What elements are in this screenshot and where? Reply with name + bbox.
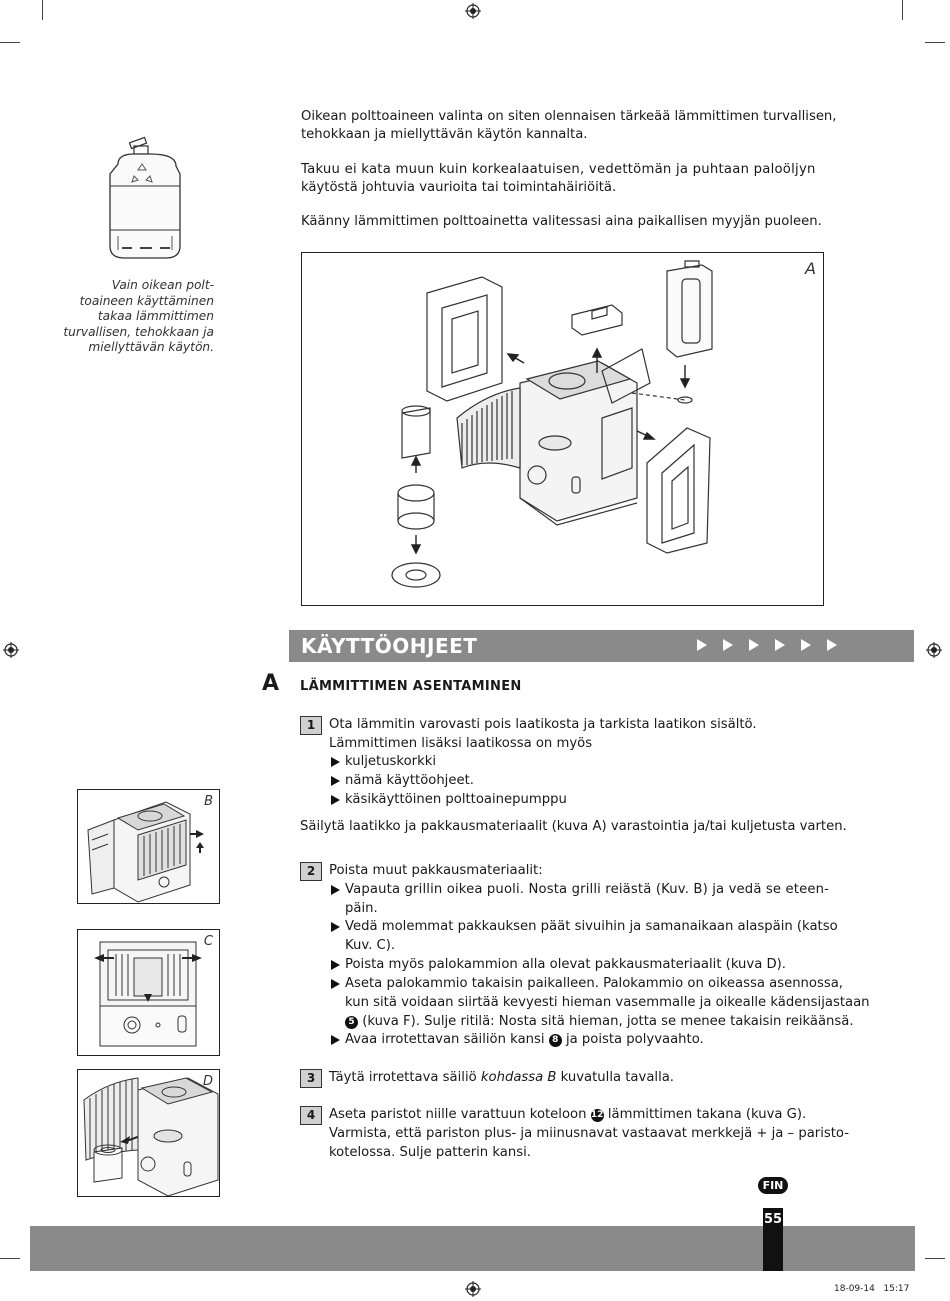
step-number: 2 [300,862,322,881]
caption-line: takaa lämmittimen [97,309,214,324]
step-1-after: Säilytä laatikko ja pakkausmateriaalit (… [300,819,847,834]
step-3-em: kohdassa B [480,1070,557,1085]
side-caption: Vain oikean polt- toaineen käyttäminen t… [40,278,214,356]
bullet-icon [331,776,340,786]
step-2-bullet-3: Poista myös palokammion alla olevat pakk… [345,957,786,972]
arrow-icon [801,639,811,651]
step-2-bullet-4-cont: kun sitä voidaan siirtää kevyesti hieman… [345,995,870,1010]
arrow-icon [749,639,759,651]
figure-label: A [805,259,816,278]
figure-a-exploded-view: A [301,252,824,606]
caption-line: turvallisen, tehokkaan ja [63,324,214,339]
step-2-bullet-4: Aseta palokammio takaisin paikalleen. Pa… [345,976,843,991]
step-4-post: lämmittimen takana (kuva G). [607,1107,807,1122]
step-1-line-2: Lämmittimen lisäksi laatikossa on myös [329,736,593,751]
registration-mark-icon [3,642,19,658]
bullet-icon [331,795,340,805]
arrow-icon [697,639,707,651]
burner-removal-diagram [83,1077,219,1196]
step-2-line-1: Poista muut pakkausmateriaalit: [329,863,543,878]
crop-mark [925,1258,945,1259]
figure-label: C [203,934,213,949]
step-3-text: Täytä irrotettava säiliö kohdassa B kuva… [329,1069,674,1088]
subsection-letter: A [262,671,280,696]
crop-mark [42,0,43,20]
arrow-icon [723,639,733,651]
crop-mark [925,42,945,43]
step-1-line-1: Ota lämmitin varovasti pois laatikosta j… [329,717,757,732]
step-3-pre: Täytä irrotettava säiliö [329,1070,481,1085]
crop-mark [0,1258,20,1259]
intro-para-1-line-2: tehokkaan ja miellyttävän käytön kannalt… [301,127,588,142]
crop-mark [0,42,20,43]
section-title: KÄYTTÖOHJEET [301,634,478,658]
intro-para-2-line-1: Takuu ei kata muun kuin korkealaatuisen,… [301,162,816,177]
heater-grille-diagram [87,801,204,903]
figure-label: D [202,1074,213,1089]
step-2-bullet-4-end: (kuva F). Sulje ritilä: Nosta sitä hiema… [362,1014,854,1029]
step-4-line-1: Aseta paristot niille varattuun koteloon… [329,1106,806,1125]
language-badge: FIN [758,1177,788,1194]
step-2-bullet-5: Avaa irrotettavan säiliön kansi 8 ja poi… [345,1031,704,1050]
step-2-bullet-5-pre: Avaa irrotettavan säiliön kansi [345,1032,545,1047]
bullet-icon [331,885,340,895]
callout-number-icon: 12 [590,1109,604,1122]
figure-b: B [77,789,220,904]
registration-mark-icon [465,1281,481,1297]
step-2-bullet-2-cont: Kuv. C). [345,938,396,953]
step-4-line-3: kotelossa. Sulje patterin kansi. [329,1145,531,1160]
step-2-bullet-5-post: ja poista polyvaahto. [565,1032,704,1047]
fuel-canister-image [109,136,181,259]
intro-para-3: Käänny lämmittimen polttoainetta valites… [301,214,822,229]
caption-line: miellyttävän käytön. [88,340,214,355]
step-number: 1 [300,716,322,735]
step-1-item: nämä käyttöohjeet. [345,773,474,788]
bullet-icon [331,979,340,989]
arrow-icon [827,639,837,651]
arrow-icon [775,639,785,651]
section-banner: KÄYTTÖOHJEET [289,630,914,662]
bullet-icon [331,960,340,970]
step-2-bullet-1-cont: päin. [345,901,378,916]
intro-para-2-line-2: käytöstä johtuvia vaurioita tai toiminta… [301,180,617,195]
crop-mark [902,0,903,20]
step-2-bullet-4-cont: 5 (kuva F). Sulje ritilä: Nosta sitä hie… [345,1013,854,1032]
subsection-title: LÄMMITTIMEN ASENTAMINEN [300,679,522,694]
figure-d: D [77,1069,220,1197]
step-3-post: kuvatulla tavalla. [556,1070,675,1085]
step-4-pre: Aseta paristot niille varattuun koteloon [329,1107,587,1122]
packaging-removal-diagram [94,941,202,1047]
registration-mark-icon [465,3,481,19]
step-number: 4 [300,1106,322,1125]
heater-exploded-diagram [391,260,713,588]
bullet-icon [331,1035,340,1045]
callout-number-icon: 8 [548,1034,562,1047]
print-timestamp: 18-09-14 15:17 [834,1284,910,1294]
step-1-item: kuljetuskorkki [345,754,437,769]
step-2-bullet-2: Vedä molemmat pakkauksen päät sivuihin j… [345,919,838,934]
caption-line: toaineen käyttäminen [79,293,214,308]
registration-mark-icon [926,642,942,658]
step-4-line-2: Varmista, että pariston plus- ja miinusn… [329,1126,849,1141]
step-1-item: käsikäyttöinen polttoainepumppu [345,792,567,807]
intro-para-1-line-1: Oikean polttoaineen valinta on siten ole… [301,109,837,124]
figure-c: C [77,929,220,1056]
page-number: 55 [763,1208,783,1271]
caption-line: Vain oikean polt- [111,278,214,292]
step-number: 3 [300,1069,322,1088]
bullet-icon [331,922,340,932]
callout-number-icon: 5 [345,1016,358,1029]
figure-label: B [204,794,213,809]
step-2-bullet-1: Vapauta grillin oikea puoli. Nosta grill… [345,882,830,897]
bullet-icon [331,757,340,767]
